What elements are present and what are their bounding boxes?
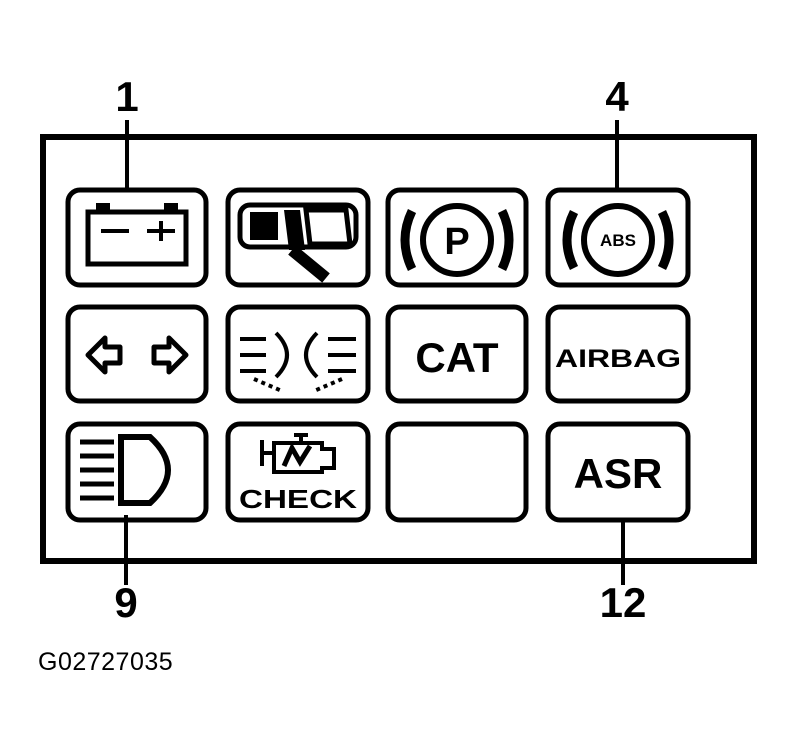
high-beam-icon: [80, 434, 171, 506]
blank-lamp: [385, 421, 529, 523]
battery-icon: [85, 203, 189, 267]
instrument-panel-frame: [40, 134, 757, 564]
check-engine-icon: CHECK: [239, 433, 357, 514]
asr-label: ASR: [574, 450, 663, 497]
callout-4: 4: [605, 73, 629, 120]
cat-label: CAT: [415, 334, 499, 381]
airbag-label: AIRBAG: [555, 345, 681, 373]
tile-frames: [65, 187, 691, 523]
figure-id: G02727035: [38, 648, 174, 676]
callout-9: 9: [114, 579, 137, 626]
turn-signal-icon: [85, 335, 189, 375]
parking-letter: P: [444, 221, 469, 263]
leader-lines: [124, 120, 625, 585]
abs-icon: ABS: [562, 203, 674, 277]
parking-brake-icon: P: [400, 203, 514, 277]
callout-1: 1: [115, 73, 138, 120]
abs-text: ABS: [600, 231, 636, 250]
callout-12: 12: [600, 579, 647, 626]
check-engine-text: CHECK: [239, 484, 357, 514]
seat-belt-icon: [237, 202, 359, 283]
fog-light-icon: [240, 331, 356, 393]
